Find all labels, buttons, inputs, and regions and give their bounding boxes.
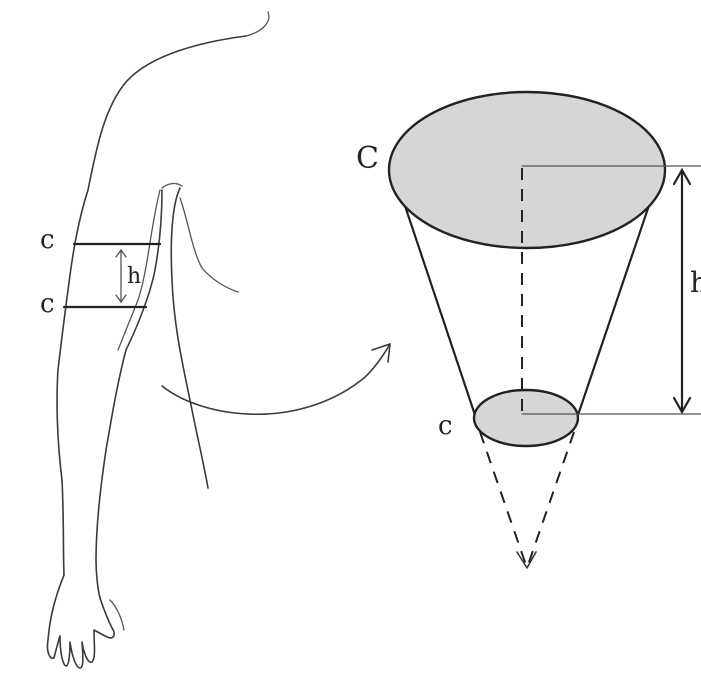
neck-line (246, 12, 269, 36)
chest-curve-line (180, 198, 238, 292)
cone-apex-mark (517, 552, 536, 568)
arm-upper-circumference-label: c (40, 225, 55, 255)
arm-measurement-band (64, 244, 160, 307)
hand-outline (47, 575, 114, 668)
arm-lower-circumference-label: c (40, 289, 55, 319)
cone-left-extension (480, 432, 526, 565)
cone-diagram (389, 92, 701, 568)
curved-arrow-shaft (162, 344, 390, 414)
transition-arrow (162, 344, 390, 414)
armpit-fold-line (162, 184, 182, 188)
cone-bottom-ellipse (474, 390, 578, 446)
inner-arm-outline (96, 190, 162, 598)
cone-height-label: h (690, 266, 701, 299)
thumb-line (110, 600, 124, 630)
cone-top-ellipse (389, 92, 665, 248)
human-figure-sketch (47, 12, 268, 668)
cone-bottom-circumference-label: c (438, 411, 453, 441)
cone-right-extension (528, 432, 574, 565)
cone-top-circumference-label: C (356, 141, 379, 176)
arm-height-label: h (127, 264, 141, 289)
shoulder-and-outer-arm-outline (57, 36, 246, 575)
